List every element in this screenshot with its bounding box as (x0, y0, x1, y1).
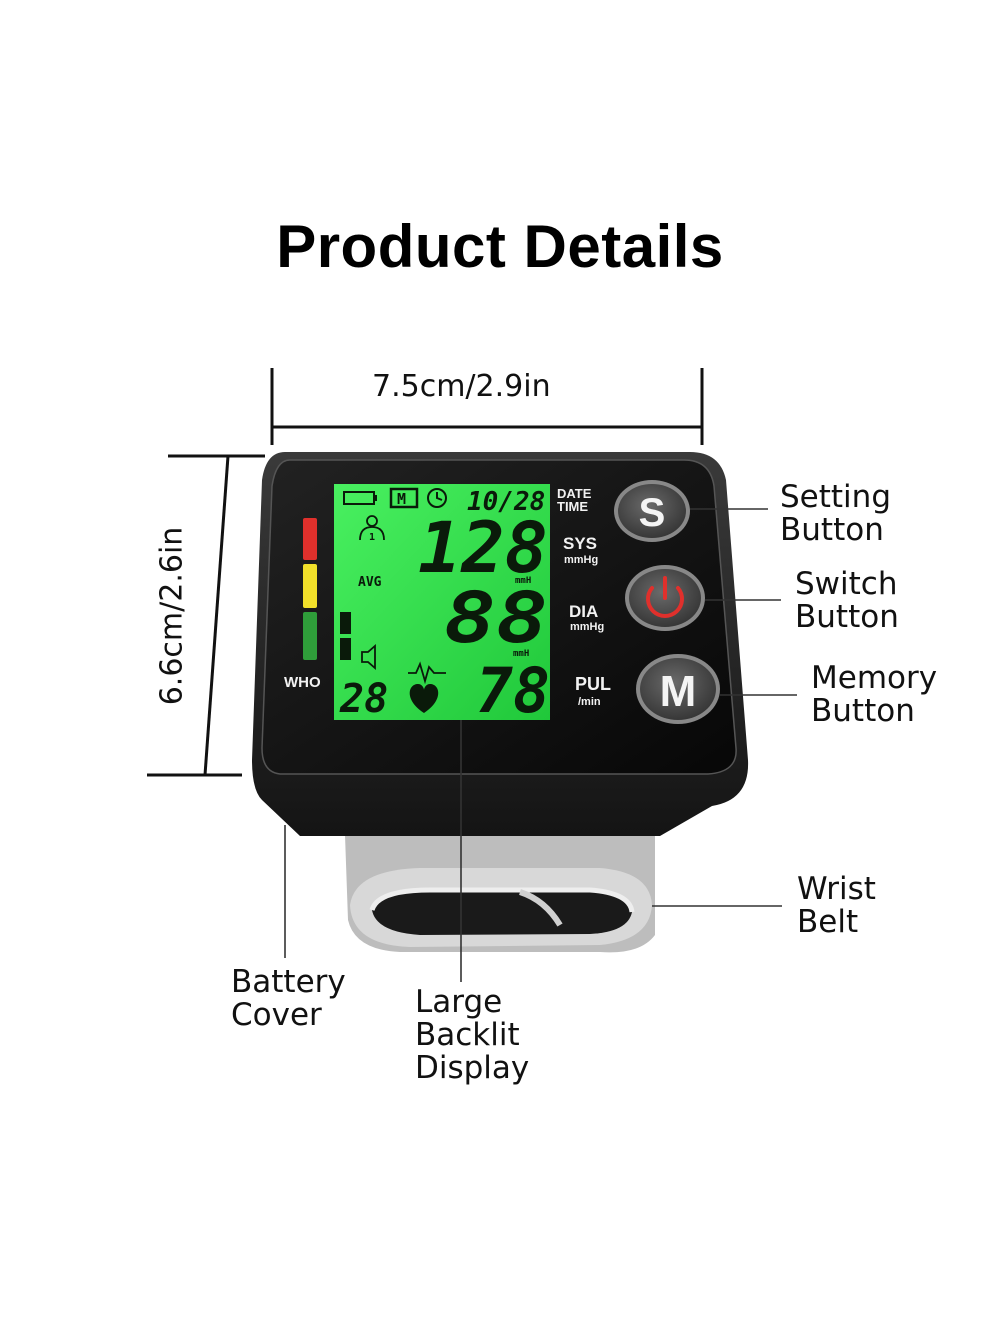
lcd-user-number: 1 (369, 532, 375, 543)
sys-unit-label: mmHg (564, 554, 598, 566)
who-indicator (303, 518, 317, 660)
time-label: TIME (557, 499, 588, 514)
lcd-sys-unit: mmH (515, 576, 531, 586)
page-title: Product Details (276, 213, 724, 280)
who-red (303, 518, 317, 560)
lcd-memory-index: 28 (339, 676, 388, 722)
who-green (303, 612, 317, 660)
setting-button[interactable]: S (614, 480, 690, 542)
user-icon (359, 515, 385, 541)
pul-unit-label: /min (578, 696, 601, 708)
battery-icon (343, 491, 377, 505)
wrist-belt (345, 835, 655, 953)
power-icon (646, 576, 684, 618)
who-yellow (303, 564, 317, 608)
memory-bars (340, 612, 351, 660)
memory-button[interactable]: M (636, 654, 720, 724)
clock-icon (427, 488, 447, 508)
lcd-avg: AVG (358, 575, 382, 590)
backlit-display-callout: Large Backlit Display (415, 984, 530, 1086)
speaker-icon (361, 644, 376, 670)
lcd-display (334, 484, 550, 720)
setting-button-label: S (639, 491, 666, 535)
lcd-dia-unit: mmH (513, 649, 529, 659)
callout-lines (284, 508, 797, 982)
battery-cover-callout: Battery Cover (231, 964, 346, 1033)
heartbeat-icon (408, 661, 446, 685)
lcd-sys-value: 128 (418, 507, 548, 589)
lcd-content: M 10/28 1 128 mmH AVG 88 mmH 28 (339, 487, 550, 727)
switch-button[interactable] (625, 565, 705, 631)
lcd-memory-icon: M (397, 490, 406, 508)
memory-button-callout: Memory Button (811, 660, 938, 729)
memory-button-label: M (660, 667, 697, 716)
lcd-date: 10/28 (467, 487, 545, 517)
sys-label: SYS (563, 534, 597, 553)
who-label: WHO (284, 674, 321, 691)
setting-button-callout: Setting Button (780, 479, 891, 548)
switch-button-callout: Switch Button (795, 566, 899, 635)
width-label: 7.5cm/2.9in (372, 369, 551, 404)
height-dim-line (203, 455, 230, 776)
pul-label: PUL (575, 674, 611, 694)
lcd-dia-value: 88 (444, 577, 548, 659)
date-label: DATE (557, 486, 592, 501)
memory-icon-box (389, 487, 419, 509)
wrist-belt-callout: Wrist Belt (797, 871, 876, 940)
heart-icon (409, 684, 439, 713)
lcd-pulse-value: 78 (476, 654, 550, 727)
dia-unit-label: mmHg (570, 621, 604, 633)
dia-label: DIA (569, 602, 598, 621)
